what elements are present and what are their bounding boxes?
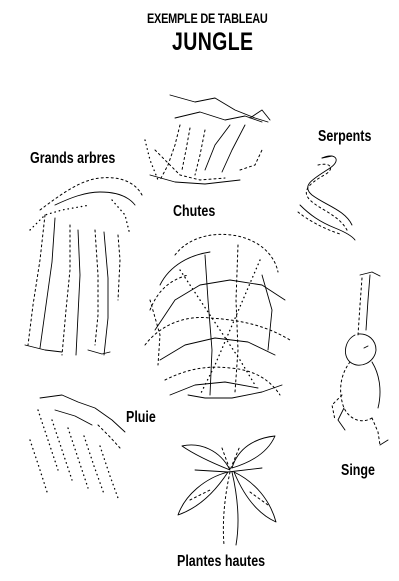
tall-plants-sketch [178,436,276,545]
monkey-sketch [332,272,388,445]
label-singe: Singe [341,462,375,480]
label-serpents: Serpents [318,128,371,146]
tall-trees-sketch [25,178,142,355]
label-grands-arbres: Grands arbres [30,150,115,168]
central-bush-sketch [145,234,290,398]
label-pluie: Pluie [126,409,156,427]
label-plantes-hautes: Plantes hautes [177,553,265,571]
label-chutes: Chutes [173,203,215,221]
waterfall-sketch [145,95,270,184]
snakes-sketch [298,156,355,240]
rain-sketch [30,395,125,498]
